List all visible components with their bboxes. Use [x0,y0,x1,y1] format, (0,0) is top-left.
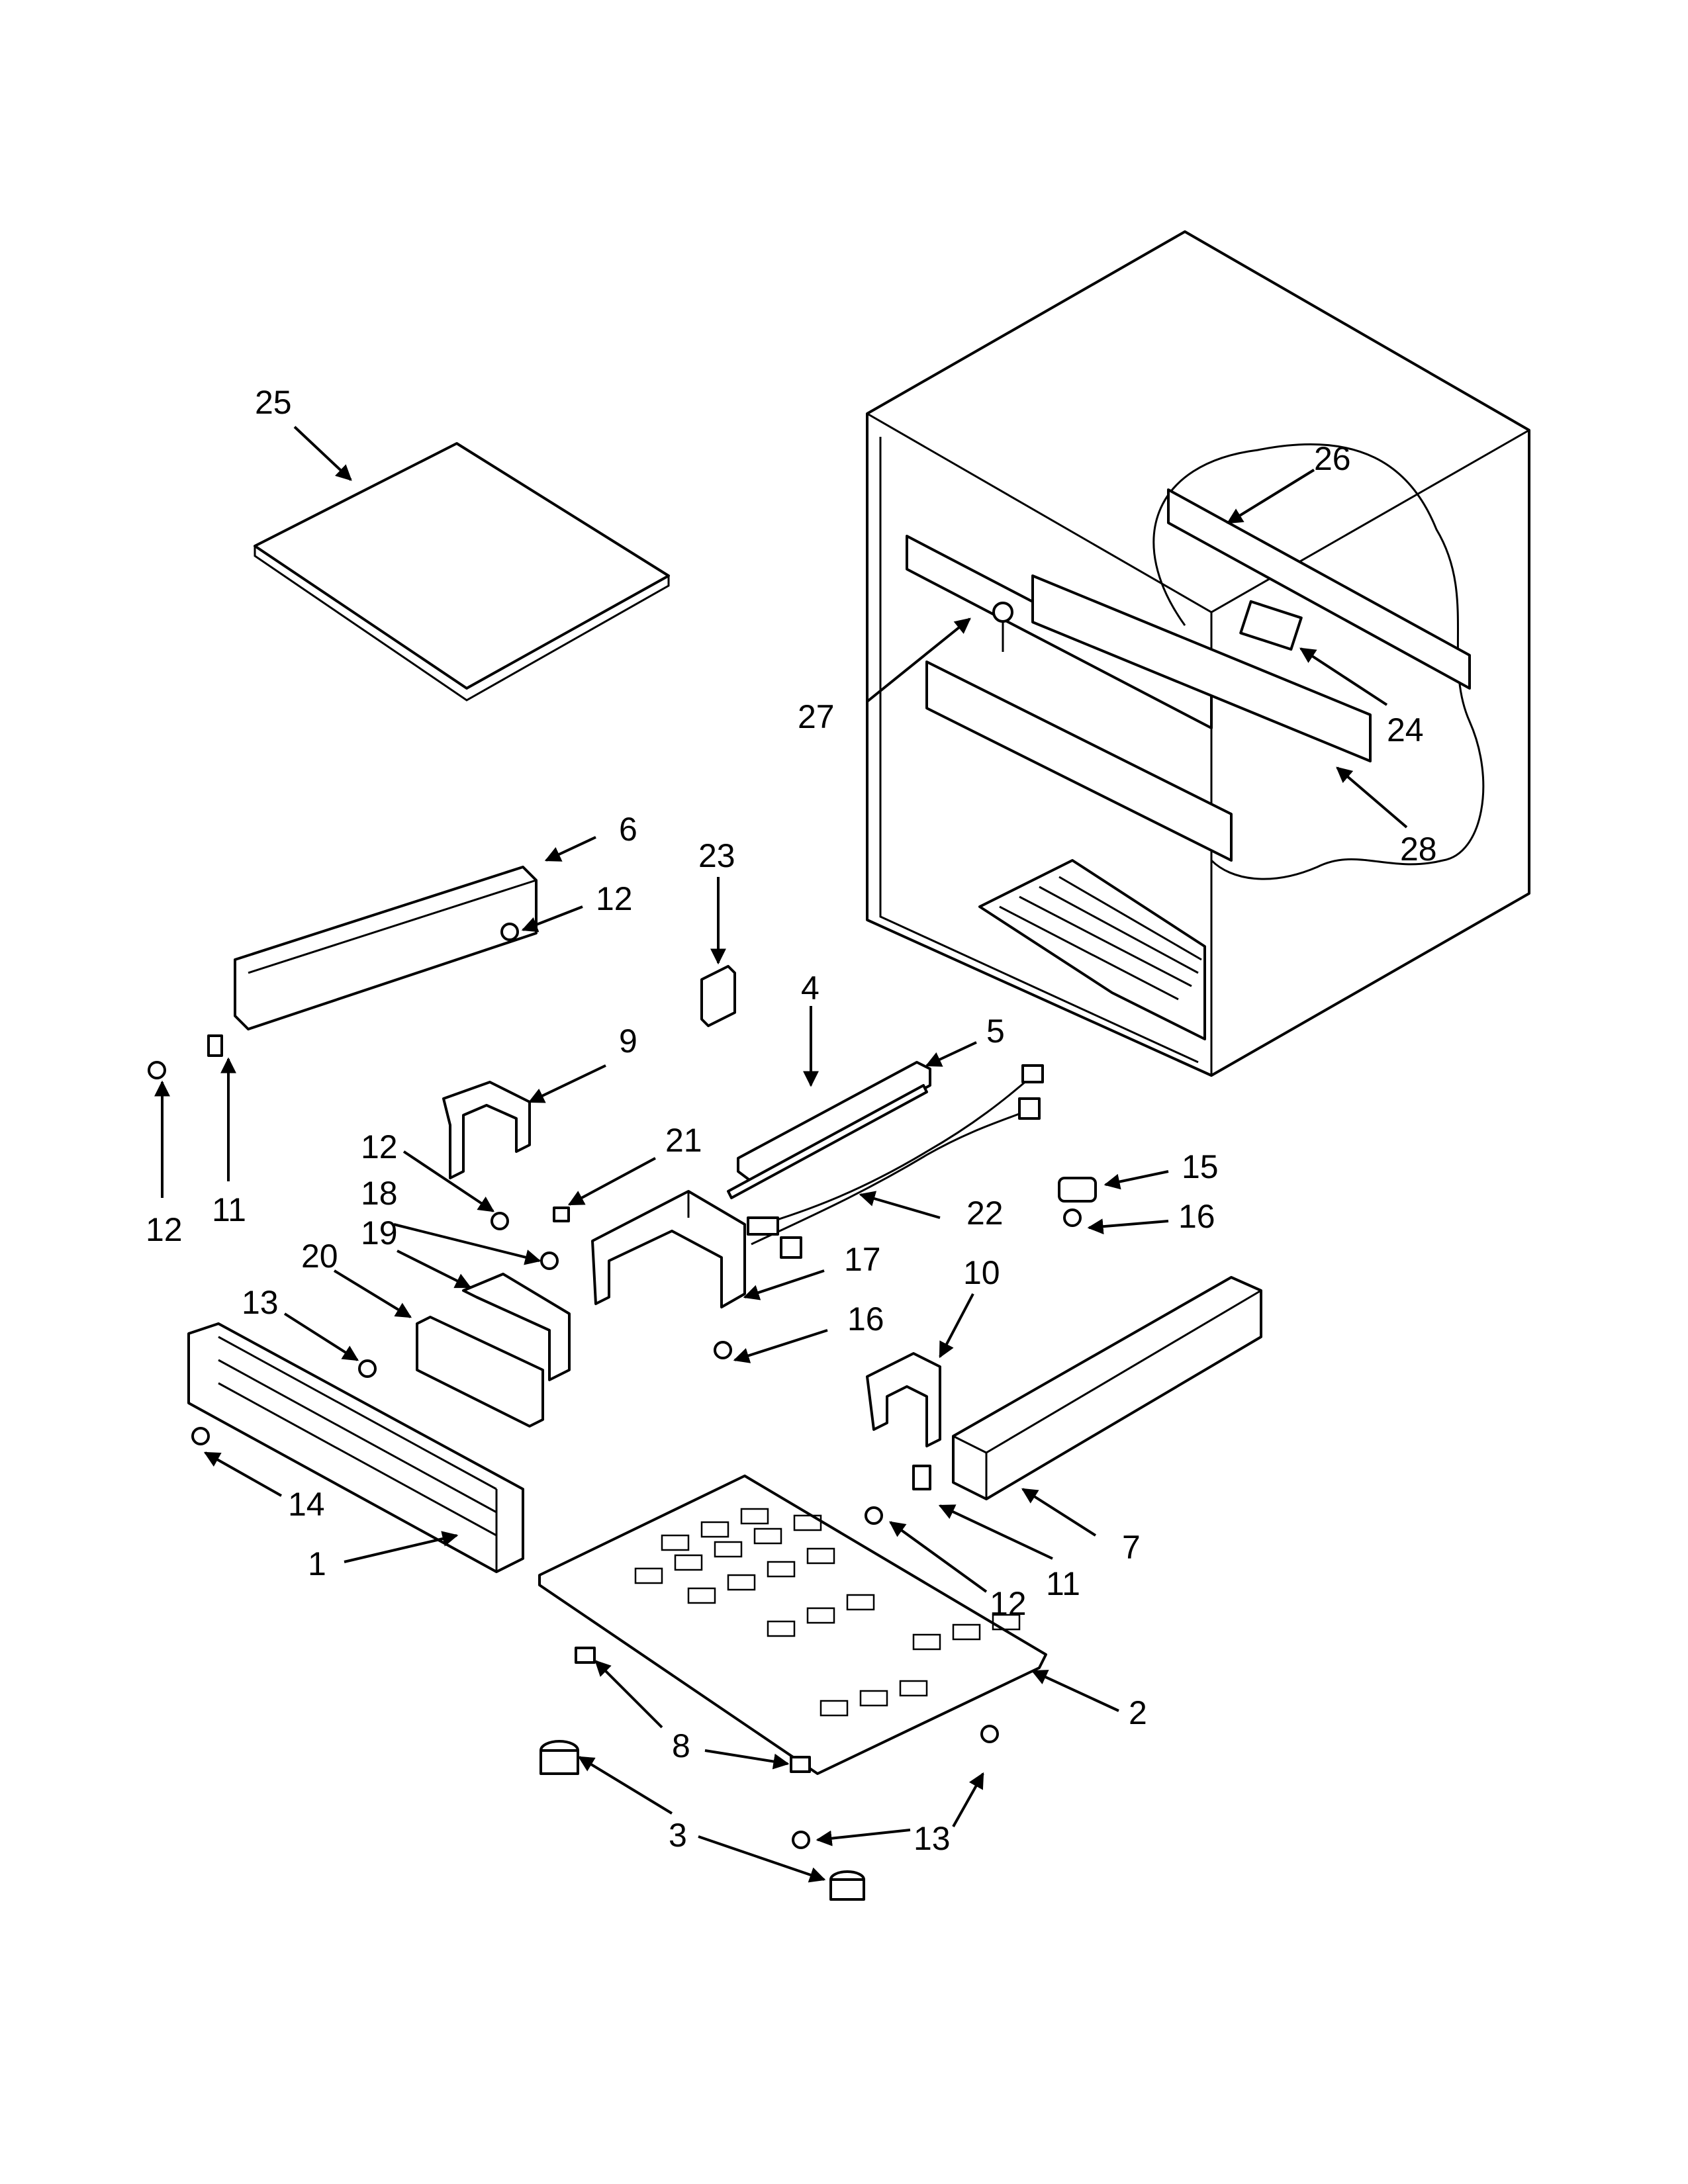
callout-27: 27 [798,698,835,735]
leader-22 [859,1191,941,1219]
front-grille-part-1 [187,1322,524,1573]
leader-16a [1087,1218,1169,1235]
callout-13-left: 13 [242,1284,279,1321]
leveling-feet-part-3 [539,1740,865,1901]
leader-12d [889,1521,988,1593]
callout-16-center: 16 [847,1300,884,1338]
callout-12-lower: 12 [990,1585,1027,1622]
clip-part-23 [700,965,736,1027]
leader-6 [544,836,596,862]
callout-26: 26 [1314,440,1351,477]
leader-12b [521,905,583,933]
bracket-part-11-right [912,1465,931,1490]
leader-19 [397,1250,472,1289]
bracket-part-10 [866,1352,941,1447]
callout-labels: 1 2 3 4 5 6 7 8 9 10 11 11 12 12 12 12 1… [146,384,1437,1857]
leader-14 [203,1451,282,1497]
leader-16b [733,1329,828,1363]
control-box-part-17 [591,1190,746,1308]
wire-harness-part-22 [747,1064,1044,1259]
left-channel-part-6 [234,866,538,1030]
screws [148,923,1082,1849]
leader-15 [1103,1170,1169,1190]
callout-1: 1 [308,1545,326,1582]
leader-9 [528,1064,606,1103]
leader-7 [1021,1488,1097,1537]
bottom-plate-part-2 [538,1475,1047,1775]
callout-13-bottom: 13 [914,1820,951,1857]
callout-11-right: 11 [1046,1565,1080,1602]
right-channel-part-7 [952,1276,1262,1500]
callout-20: 20 [301,1238,338,1275]
callout-7: 7 [1122,1529,1141,1566]
callout-4: 4 [801,970,820,1007]
leader-1 [344,1531,459,1563]
leader-10 [939,1293,974,1359]
leader-12c [402,1150,494,1212]
leader-8b [704,1749,790,1770]
callout-15: 15 [1182,1148,1219,1185]
callout-23: 23 [698,837,735,874]
callout-17: 17 [844,1241,881,1278]
cabinet-vent-grille [978,859,1206,1040]
callout-11-left: 11 [212,1191,246,1228]
cover-plate-part-20 [416,1316,544,1428]
callout-5: 5 [986,1013,1005,1050]
bracket-part-9 [442,1081,531,1179]
leader-28 [1336,766,1408,829]
clip-parts-8 [575,1647,811,1773]
callout-25: 25 [255,384,292,421]
bracket-part-11-left [207,1034,223,1057]
callout-14: 14 [288,1486,325,1523]
callout-3: 3 [669,1817,687,1854]
leader-8a [594,1660,663,1729]
control-board-part-19 [462,1273,571,1381]
callout-22: 22 [966,1195,1004,1232]
leader-25 [293,426,352,481]
leader-3b [698,1835,826,1883]
callout-28: 28 [1400,831,1437,868]
leader-18 [393,1223,541,1265]
callout-19: 19 [361,1214,398,1251]
leader-26 [1226,469,1315,524]
callout-2: 2 [1129,1694,1147,1731]
callout-24: 24 [1387,711,1424,749]
leader-5 [925,1041,977,1067]
callout-12-left: 12 [146,1211,183,1248]
leader-13b [816,1829,911,1846]
strip-part-4 [727,1061,931,1199]
leader-21 [567,1157,656,1206]
leader-20 [333,1269,412,1318]
leader-lines [154,426,1408,1883]
cabinet-assembly [866,230,1530,1077]
callout-12-upper: 12 [596,880,633,917]
callout-12-middle: 12 [361,1128,398,1165]
callout-10: 10 [963,1254,1000,1291]
callout-18: 18 [361,1175,398,1212]
callout-6: 6 [619,811,637,848]
leader-24 [1299,647,1388,706]
leader-2 [1031,1670,1119,1712]
callout-16-right: 16 [1178,1198,1215,1235]
leader-27 [866,617,971,703]
leader-3a [577,1756,673,1815]
callout-21: 21 [665,1122,702,1159]
clamp-part-15 [1058,1177,1097,1203]
leader-13a [283,1312,359,1361]
leader-11b [938,1504,1053,1560]
callout-8: 8 [672,1727,690,1764]
leader-13c [952,1772,984,1827]
callout-9: 9 [619,1023,637,1060]
leader-17 [743,1269,825,1300]
top-panel-part-25 [254,442,670,702]
